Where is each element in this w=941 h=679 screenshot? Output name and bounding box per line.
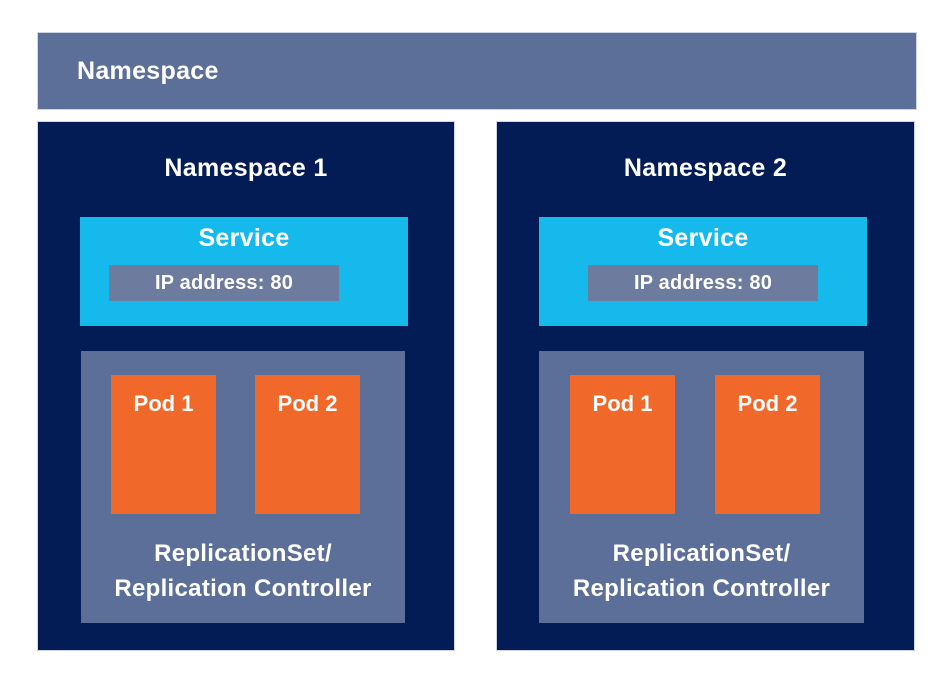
namespace-1-box: Namespace 1 Service IP address: 80 Pod 1…: [38, 122, 454, 650]
namespace-2-replicationset-label: ReplicationSet/ Replication Controller: [539, 536, 864, 606]
namespace-banner-label: Namespace: [77, 56, 219, 85]
namespace-2-service-box: Service IP address: 80: [539, 217, 867, 326]
namespace-1-title: Namespace 1: [164, 154, 328, 182]
namespace-2-service-label: Service: [657, 224, 749, 252]
namespace-2-ip-address-label: IP address: 80: [633, 271, 773, 294]
namespace-2-pod-2-box: Pod 2: [715, 375, 820, 514]
namespace-banner: Namespace: [38, 33, 916, 109]
namespace-2-title: Namespace 2: [623, 154, 788, 182]
namespace-2-replicationset-label-line1: ReplicationSet/: [612, 540, 791, 567]
namespace-1-pod-2-label: Pod 2: [277, 391, 338, 416]
namespace-2-pod-1-box: Pod 1: [570, 375, 675, 514]
namespace-1-replicationset-label-line2: Replication Controller: [114, 575, 372, 602]
namespace-1-replicationset-label-line1: ReplicationSet/: [154, 540, 332, 567]
namespace-1-pod-1-label: Pod 1: [133, 391, 194, 416]
namespace-2-replicationset-label-line2: Replication Controller: [572, 575, 831, 602]
namespace-1-replicationset-label: ReplicationSet/ Replication Controller: [81, 536, 405, 606]
namespace-2-box: Namespace 2 Service IP address: 80 Pod 1…: [497, 122, 914, 650]
namespace-2-pod-1-label: Pod 1: [592, 391, 653, 416]
namespace-2-replicationset-box: Pod 1 Pod 2 ReplicationSet/ Replication …: [539, 351, 864, 623]
namespace-1-ip-address-box: IP address: 80: [109, 265, 339, 301]
namespace-1-pod-2-box: Pod 2: [255, 375, 360, 514]
namespace-1-service-box: Service IP address: 80: [80, 217, 408, 326]
namespace-1-service-label: Service: [198, 224, 290, 252]
namespace-2-ip-address-box: IP address: 80: [588, 265, 818, 301]
namespace-1-ip-address-label: IP address: 80: [154, 271, 294, 294]
namespace-1-pod-1-box: Pod 1: [111, 375, 216, 514]
namespace-1-replicationset-box: Pod 1 Pod 2 ReplicationSet/ Replication …: [81, 351, 405, 623]
namespace-2-pod-2-label: Pod 2: [737, 391, 798, 416]
